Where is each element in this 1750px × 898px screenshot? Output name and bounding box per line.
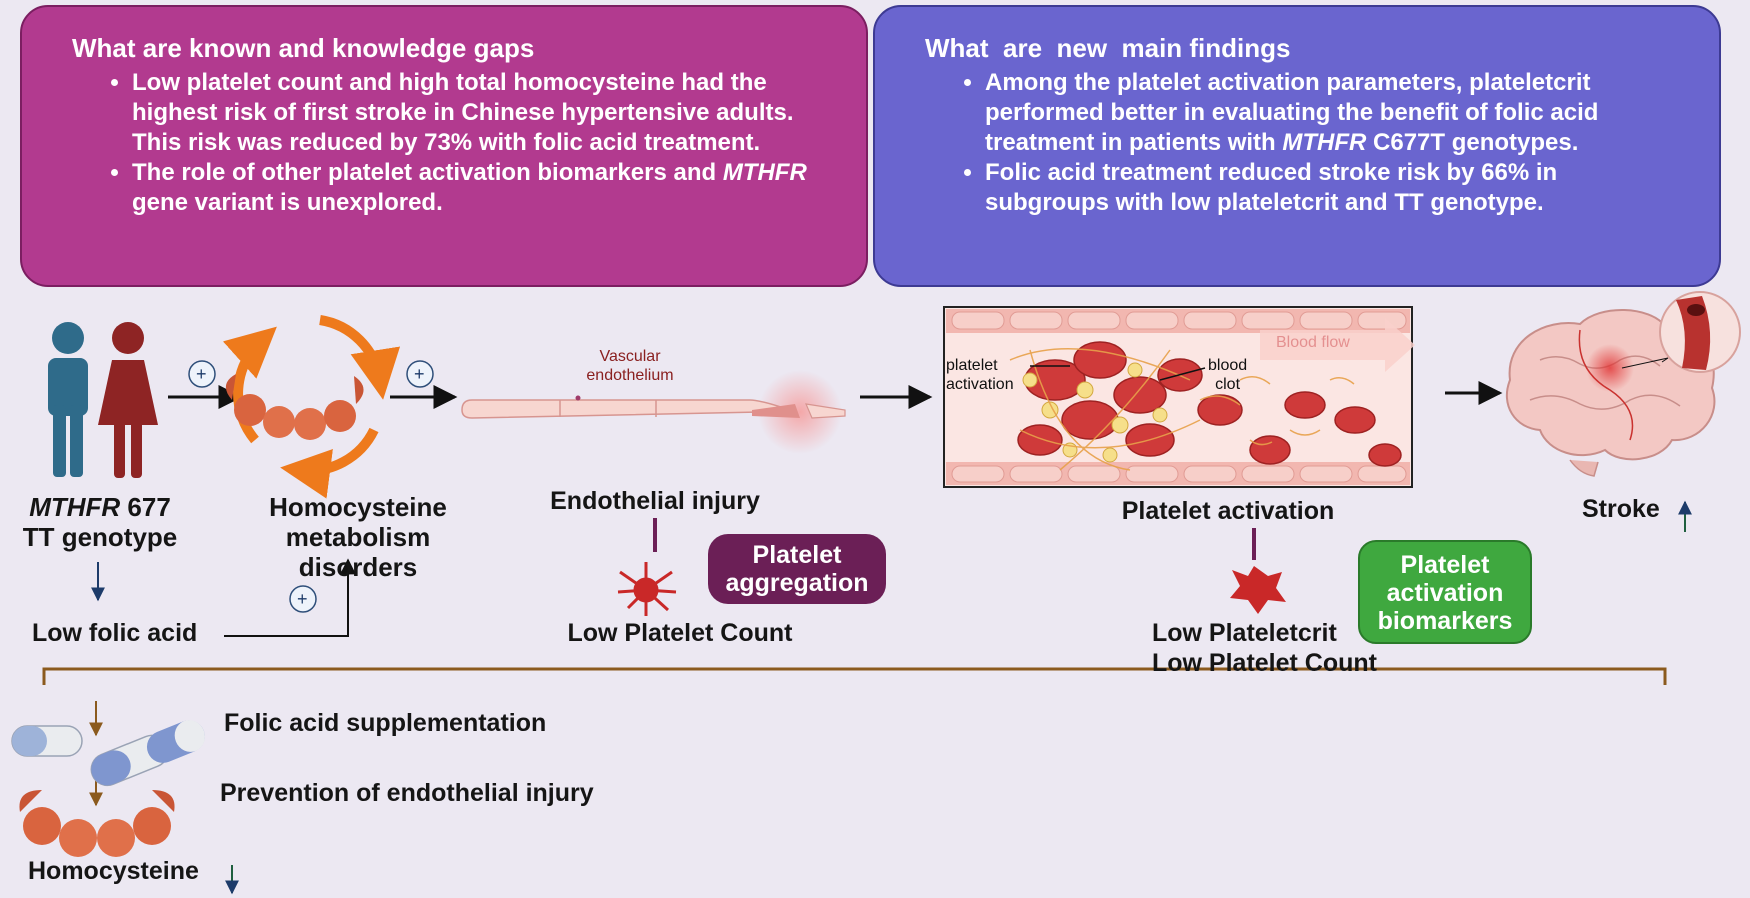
platelet-activation-biomarkers-badge: Platelet activation biomarkers: [1358, 540, 1532, 644]
plus-sign: +: [297, 589, 308, 609]
inset-platelet-activation-label: platelet activation: [946, 357, 1014, 393]
blood-flow-label: Blood flow: [1276, 334, 1350, 351]
homocysteine-label: Homocysteine: [28, 857, 199, 885]
vessel-magnifier-icon: [1659, 291, 1741, 373]
known-gaps-box: What are known and knowledge gaps Low pl…: [20, 5, 868, 287]
low-folic-acid-label: Low folic acid: [32, 619, 198, 647]
endothelium-icon: [461, 370, 846, 454]
stroke-label: Stroke: [1582, 495, 1660, 523]
pill-icon: [11, 720, 205, 787]
low-plateletcrit-label: Low Plateletcrit Low Platelet Count: [1152, 619, 1377, 677]
platelet-icon: [617, 562, 677, 616]
plus-icon: [406, 360, 434, 388]
new-findings-title: What are new main findings: [925, 33, 1291, 63]
vascular-endothelium-label: Vascular endothelium: [586, 348, 674, 384]
genotype-label: MTHFR 677 TT genotype: [22, 492, 178, 552]
homocysteine-disorders-label: Homocysteine metabolism disorders: [269, 492, 447, 582]
plus-sign: +: [414, 364, 425, 384]
new-findings-bullet: Folic acid treatment reduced stroke risk…: [985, 158, 1669, 218]
known-gaps-bullet: The role of other platelet activation bi…: [132, 158, 816, 218]
platelet-aggregation-badge: Platelet aggregation: [708, 534, 886, 604]
homocysteine-cycle-icon: [222, 315, 401, 499]
plus-sign: +: [196, 364, 207, 384]
activated-platelet-icon: [1230, 566, 1286, 614]
low-platelet-count-label: Low Platelet Count: [567, 619, 793, 647]
blood-vessel-inset: [943, 306, 1415, 488]
bracket-line: [42, 667, 1667, 685]
man-icon: [48, 322, 88, 477]
known-gaps-bullet: Low platelet count and high total homocy…: [132, 68, 816, 158]
new-findings-box: What are new main findings Among the pla…: [873, 5, 1721, 287]
plus-icon: [289, 585, 317, 613]
known-gaps-title: What are known and knowledge gaps: [72, 33, 535, 63]
plus-icon: [188, 360, 216, 388]
homocysteine-molecule-icon: [19, 790, 175, 857]
prevention-label: Prevention of endothelial injury: [220, 779, 594, 807]
folic-supplementation-label: Folic acid supplementation: [224, 709, 547, 737]
woman-icon: [98, 322, 158, 478]
new-findings-bullet: Among the platelet activation parameters…: [985, 68, 1669, 158]
new-findings-list: Among the platelet activation parameters…: [925, 68, 1669, 218]
known-gaps-list: Low platelet count and high total homocy…: [72, 68, 816, 218]
inset-blood-clot-label: blood clot: [1208, 357, 1248, 393]
platelet-activation-label: Platelet activation: [1121, 497, 1335, 525]
endothelial-injury-label: Endothelial injury: [550, 487, 760, 515]
